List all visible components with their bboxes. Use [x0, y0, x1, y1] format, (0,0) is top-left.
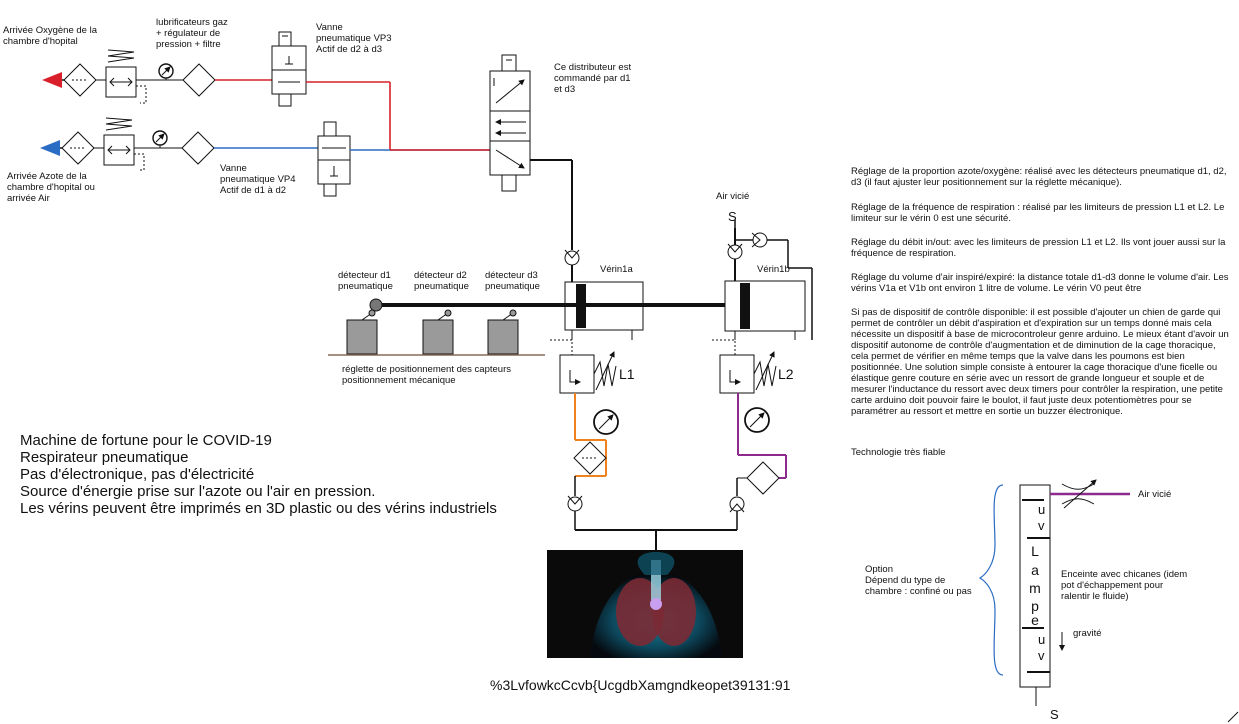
uv-top-label: u v — [1038, 502, 1046, 533]
lampe-letter-p: p — [1031, 598, 1039, 614]
distributor-valve — [489, 54, 531, 192]
nitrogen-inlet-arrow — [40, 140, 60, 156]
detector-d2-label: détecteur d2 pneumatique — [414, 270, 469, 292]
valve-vp3 — [271, 31, 307, 107]
nitrogen-inlet-label: Arrivée Azote de la chambre d'hopital ou… — [7, 171, 95, 204]
valve-vp4-label: Vanne pneumatique VP4 Actif de d1 à d2 — [220, 163, 296, 196]
option-label: Option Dépend du type de chambre : confi… — [865, 564, 972, 597]
nitrogen-regulator — [103, 117, 145, 171]
oxygen-inlet-label: Arrivée Oxygène de la chambre d'hopital — [3, 25, 97, 47]
l2-label: L2 — [778, 366, 794, 382]
verin1b-label: Vérin1b — [757, 264, 790, 275]
uv-bottom-label: u v — [1038, 632, 1046, 663]
lampe-letter-m: m — [1029, 580, 1041, 596]
option-brace — [978, 484, 1004, 676]
lampe-letter-l: L — [1031, 543, 1039, 559]
air-vicie-top-label: Air vicié — [716, 191, 750, 202]
detector-d3 — [487, 309, 519, 355]
gravity-label: gravité — [1073, 628, 1102, 639]
cylinder-verin1b — [724, 280, 806, 332]
valve-vp3-label: Vanne pneumatique VP3 Actif de d2 à d3 — [316, 22, 392, 55]
enceinte-label: Enceinte avec chicanes (idem pot d'échap… — [1061, 569, 1188, 602]
expire-filter — [746, 461, 780, 495]
lubricators-label: lubrificateurs gaz + régulateur de press… — [156, 17, 228, 50]
note-proportion: Réglage de la proportion azote/oxygène: … — [851, 166, 1227, 188]
pressure-limiter-l1 — [550, 339, 617, 394]
uv-lamp-chamber — [1019, 484, 1051, 688]
rod-end-knob — [369, 298, 383, 312]
pressure-limiter-l2 — [712, 339, 777, 394]
s-top-label: S — [728, 209, 737, 224]
note-volume: Réglage du volume d'air inspiré/expiré: … — [851, 272, 1229, 294]
distributor-label: Ce distributeur est commandé par d1 et d… — [554, 62, 632, 95]
air-vicie-right-label: Air vicié — [1138, 489, 1172, 500]
oxygen-filter — [63, 63, 97, 97]
main-description: Machine de fortune pour le COVID-19 Resp… — [20, 432, 497, 517]
s-bottom-label: S — [1050, 707, 1059, 722]
lampe-letter-e: e — [1031, 612, 1039, 628]
oxygen-inlet-arrow — [42, 72, 62, 88]
nitrogen-filter — [61, 131, 95, 165]
verin1a-label: Vérin1a — [600, 264, 633, 275]
lungs-illustration — [547, 550, 743, 658]
detector-d2 — [422, 309, 454, 355]
detector-d1 — [346, 309, 378, 355]
l1-label: L1 — [619, 366, 635, 382]
note-frequency: Réglage de la fréquence de respiration :… — [851, 202, 1225, 224]
note-control: Si pas de dispositif de contrôle disponi… — [851, 307, 1229, 417]
lampe-letter-a: a — [1031, 562, 1039, 578]
footer-code: %3LvfowkcCcvb{UcgdbXamgndkeopet39131:91 — [490, 677, 791, 693]
note-flow: Réglage du débit in/out: avec les limite… — [851, 237, 1226, 259]
oxygen-regulator — [105, 49, 147, 104]
note-reliable: Technologie très fiable — [851, 447, 946, 458]
nitrogen-lubricator — [181, 131, 215, 165]
oxygen-lubricator — [182, 63, 216, 97]
valve-vp4 — [317, 121, 351, 197]
detector-d1-label: détecteur d1 pneumatique — [338, 270, 393, 292]
detector-d3-label: détecteur d3 pneumatique — [485, 270, 540, 292]
reglette-label: réglette de positionnement des capteurs … — [342, 364, 511, 386]
